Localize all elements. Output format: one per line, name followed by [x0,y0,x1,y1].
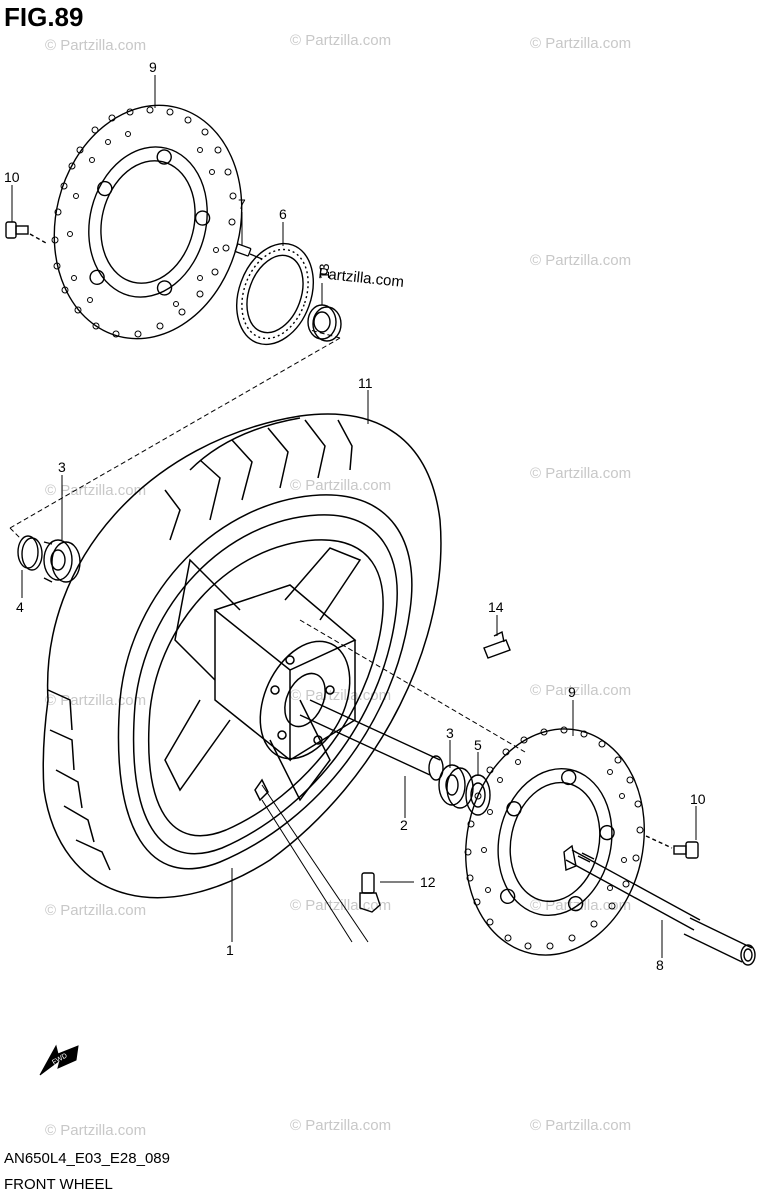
oil-seal [307,304,342,342]
callout-3-right: 3 [446,725,454,741]
brake-disc-left [51,104,243,340]
watermark: © Partzilla.com [290,477,391,494]
watermark: © Partzilla.com [290,32,391,49]
tire-valve [359,872,381,913]
watermark: © Partzilla.com [45,902,146,919]
fwd-arrow-icon: FWD [39,1044,79,1076]
callout-7: 7 [238,196,246,212]
callout-10-top: 10 [4,169,20,185]
callout-14: 14 [488,599,504,615]
callout-9-right: 9 [568,684,576,700]
watermark: © Partzilla.com [530,1117,631,1134]
callout-10-right: 10 [690,791,706,807]
disc-bolt-right [645,835,699,859]
callout-4: 4 [16,599,24,615]
abs-ring-screw [234,243,263,260]
watermark-layer: © Partzilla.com © Partzilla.com © Partzi… [45,32,631,1139]
figure-code: AN650L4_E03_E28_089 [4,1150,170,1167]
seal-left [17,535,43,571]
watermark: © Partzilla.com [290,687,391,704]
callout-12: 12 [420,874,436,890]
watermark: © Partzilla.com [45,37,146,54]
callout-labels: 9 10 7 6 13 11 3 4 14 9 3 5 10 2 12 1 8 [4,59,706,973]
callout-5: 5 [474,737,482,753]
watermark: © Partzilla.com [530,682,631,699]
watermark: © Partzilla.com [530,465,631,482]
callout-1: 1 [226,942,234,958]
leader-lines [9,75,697,958]
watermark: © Partzilla.com [45,1122,146,1139]
watermark: © Partzilla.com [290,1117,391,1134]
callout-2: 2 [400,817,408,833]
front-axle [563,844,756,966]
watermark: © Partzilla.com [45,692,146,709]
callout-11: 11 [358,375,373,391]
callout-9-top: 9 [149,59,157,75]
axle-spacer [299,699,444,781]
watermark: © Partzilla.com [290,897,391,914]
disc-bolt-left [5,221,47,244]
bearing-left [43,539,81,583]
callout-6: 6 [279,206,287,222]
figure-title: FIG.89 [4,2,84,32]
figure-name: FRONT WHEEL [4,1176,113,1193]
callout-3-left: 3 [58,459,66,475]
watermark: © Partzilla.com [530,35,631,52]
callout-8: 8 [656,957,664,973]
wheel-assembly [42,413,442,899]
watermark: © Partzilla.com [530,252,631,269]
callout-13: 13 [316,263,332,279]
abs-sensor-ring [236,242,314,346]
bearing-right [438,764,474,809]
watermark: © Partzilla.com [45,482,146,499]
brake-disc-right [464,726,645,956]
